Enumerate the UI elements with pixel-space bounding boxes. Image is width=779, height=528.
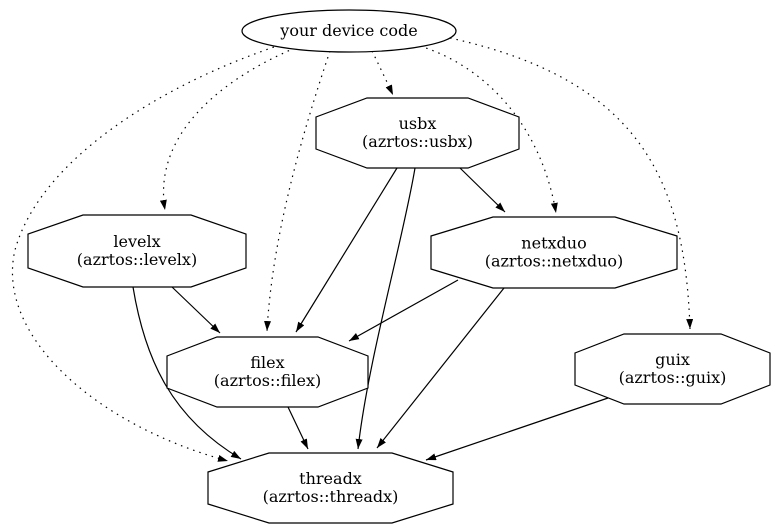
edges-layer — [11, 37, 694, 462]
nodes-layer: your device codeusbx(azrtos::usbx)levelx… — [27, 9, 771, 524]
edge-device-to-usbx — [371, 50, 394, 96]
node-guix: guix(azrtos::guix) — [574, 333, 771, 405]
node-filex-label: filex — [250, 353, 284, 372]
node-device: your device code — [241, 9, 457, 53]
node-usbx: usbx(azrtos::usbx) — [315, 97, 520, 169]
node-netxduo-sublabel: (azrtos::netxduo) — [485, 252, 624, 271]
node-filex-sublabel: (azrtos::filex) — [214, 371, 321, 390]
ellipse-shape-device — [241, 9, 457, 53]
edge-levelx-to-filex — [171, 286, 221, 334]
node-usbx-sublabel: (azrtos::usbx) — [362, 132, 473, 151]
octagon-shape-levelx — [27, 214, 247, 288]
node-threadx-sublabel: (azrtos::threadx) — [263, 487, 399, 506]
edge-device-to-threadx — [11, 44, 281, 462]
node-guix-label: guix — [655, 350, 690, 369]
edge-levelx-to-threadx — [132, 286, 242, 460]
edge-usbx-to-filex — [295, 167, 398, 333]
node-netxduo: netxduo(azrtos::netxduo) — [430, 216, 678, 289]
octagon-shape-threadx — [207, 452, 454, 524]
node-device-label: your device code — [279, 21, 417, 40]
node-threadx-label: threadx — [299, 469, 362, 488]
edge-usbx-to-netxduo — [459, 167, 506, 213]
edge-netxduo-to-filex — [348, 279, 459, 342]
node-guix-sublabel: (azrtos::guix) — [619, 368, 727, 387]
edge-device-to-levelx — [159, 47, 296, 211]
edge-device-to-netxduo — [419, 45, 558, 214]
octagon-shape-filex — [166, 336, 369, 408]
node-netxduo-label: netxduo — [521, 234, 586, 253]
edge-filex-to-threadx — [287, 406, 309, 450]
node-levelx: levelx(azrtos::levelx) — [27, 214, 247, 288]
edge-usbx-to-threadx — [355, 167, 416, 450]
node-levelx-sublabel: (azrtos::levelx) — [77, 250, 197, 269]
octagon-shape-usbx — [315, 97, 520, 169]
edge-device-to-filex — [264, 50, 331, 332]
edge-guix-to-threadx — [425, 397, 609, 461]
node-usbx-label: usbx — [399, 114, 437, 133]
node-levelx-label: levelx — [113, 232, 160, 251]
octagon-shape-netxduo — [430, 216, 678, 289]
octagon-shape-guix — [574, 333, 771, 405]
edge-device-to-guix — [449, 37, 694, 330]
node-filex: filex(azrtos::filex) — [166, 336, 369, 408]
node-threadx: threadx(azrtos::threadx) — [207, 452, 454, 524]
edge-netxduo-to-threadx — [376, 287, 505, 449]
